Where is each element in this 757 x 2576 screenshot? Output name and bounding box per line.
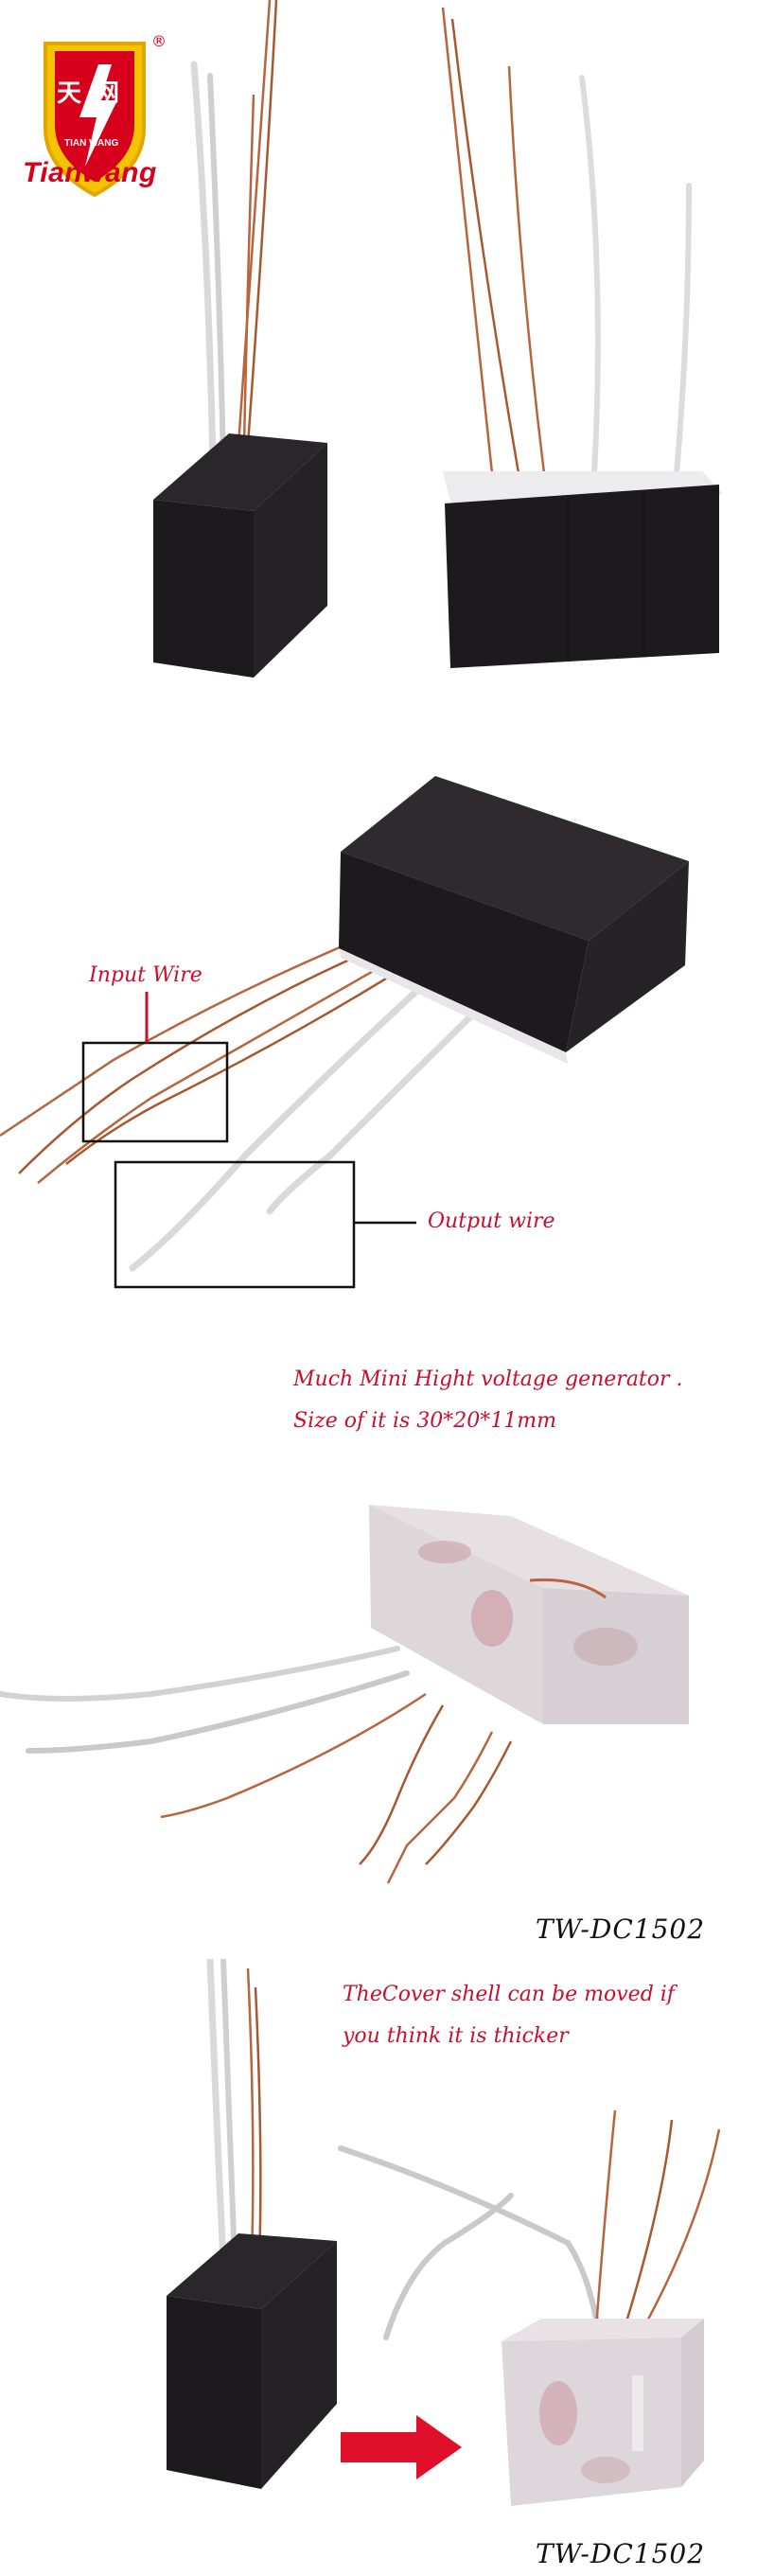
section-product-photos: 天网 TIAN WANG ® Tianwang (0, 0, 757, 681)
shield-logo-icon (44, 42, 146, 198)
registered-mark: ® (151, 32, 167, 50)
section-cover-shell: TheCover shell can be moved if you think… (0, 1959, 757, 2576)
photo-module-cover-compare (167, 1959, 721, 2506)
photo-module-wiring (0, 776, 689, 1289)
input-wire-label: Input Wire (89, 963, 202, 987)
photo-module-left (153, 0, 327, 678)
section-mini-generator: Much Mini Hight voltage generator . Size… (0, 1353, 757, 1959)
brand-name: Tianwang (23, 157, 157, 188)
caption-mini-line1: Much Mini Hight voltage generator . (293, 1367, 683, 1391)
logo-sub-text: TIAN WANG (64, 138, 119, 149)
model-number-2: TW-DC1502 (536, 2538, 706, 2569)
model-number-1: TW-DC1502 (536, 1914, 706, 1945)
photo-module-white (0, 1505, 689, 1884)
section-wire-diagram: Input Wire Output wire (0, 738, 757, 1344)
caption-cover-line2: you think it is thicker (343, 2024, 569, 2048)
output-wire-label: Output wire (428, 1209, 555, 1233)
logo-chinese-text: 天网 (57, 79, 133, 108)
caption-mini-line2: Size of it is 30*20*11mm (293, 1409, 556, 1433)
photo-module-right (441, 7, 723, 668)
brand-logo: 天网 TIAN WANG ® (19, 26, 189, 206)
caption-cover-line1: TheCover shell can be moved if (343, 1983, 675, 2006)
